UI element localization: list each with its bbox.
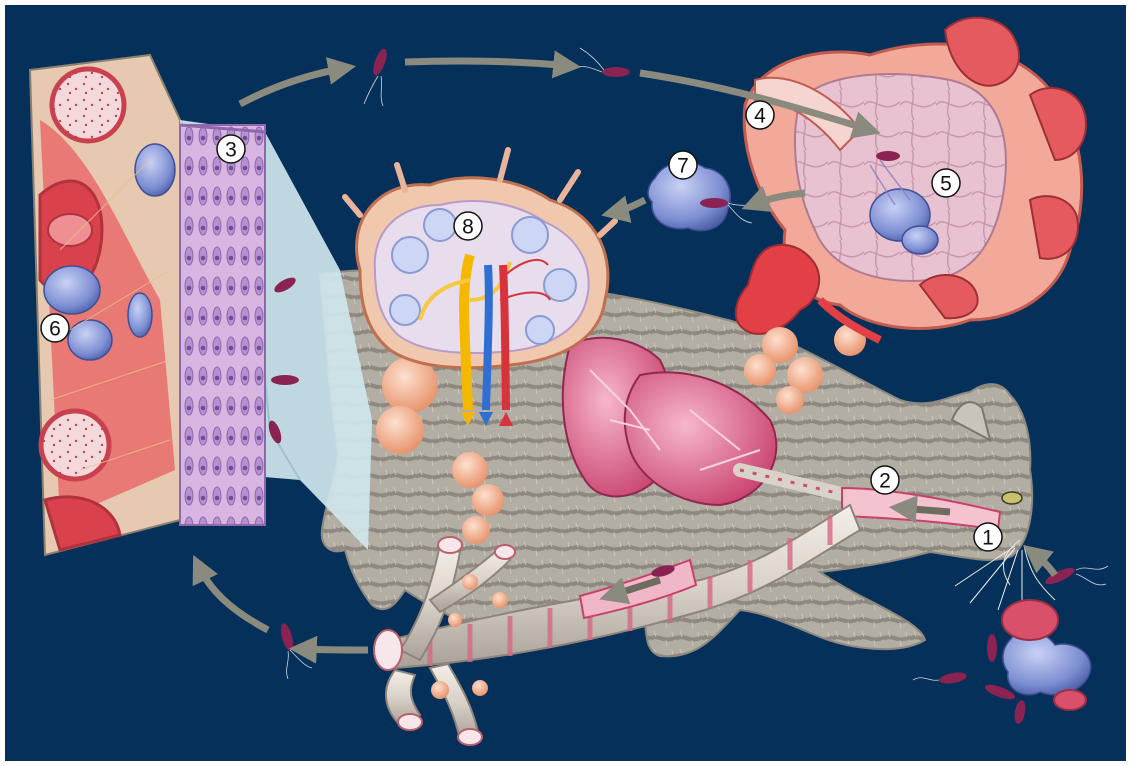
svg-text:4: 4: [754, 105, 766, 128]
step-marker-1: 1: [974, 523, 1002, 551]
cat-eye: [1002, 492, 1022, 504]
svg-text:2: 2: [879, 470, 891, 493]
step-marker-7: 7: [669, 151, 697, 179]
svg-text:5: 5: [940, 173, 952, 196]
step-marker-6: 6: [41, 314, 69, 342]
red-blood-cell: [1002, 600, 1058, 640]
flow-arrow-icon: [900, 508, 950, 512]
step-marker-8: 8: [454, 212, 482, 240]
svg-text:6: 6: [49, 318, 61, 341]
bacterium-icon: [876, 151, 900, 161]
flow-arrow-icon: [300, 649, 368, 650]
red-blood-cell: [1054, 690, 1086, 710]
svg-text:8: 8: [462, 216, 474, 239]
svg-text:1: 1: [982, 527, 994, 550]
epithelial-cell-layer: [180, 125, 265, 525]
step-marker-4: 4: [746, 101, 774, 129]
svg-text:7: 7: [677, 155, 689, 178]
svg-text:3: 3: [225, 139, 237, 162]
bacterium-icon: [987, 634, 997, 662]
step-marker-3: 3: [217, 135, 245, 163]
step-marker-2: 2: [871, 466, 899, 494]
step-marker-5: 5: [932, 169, 960, 197]
